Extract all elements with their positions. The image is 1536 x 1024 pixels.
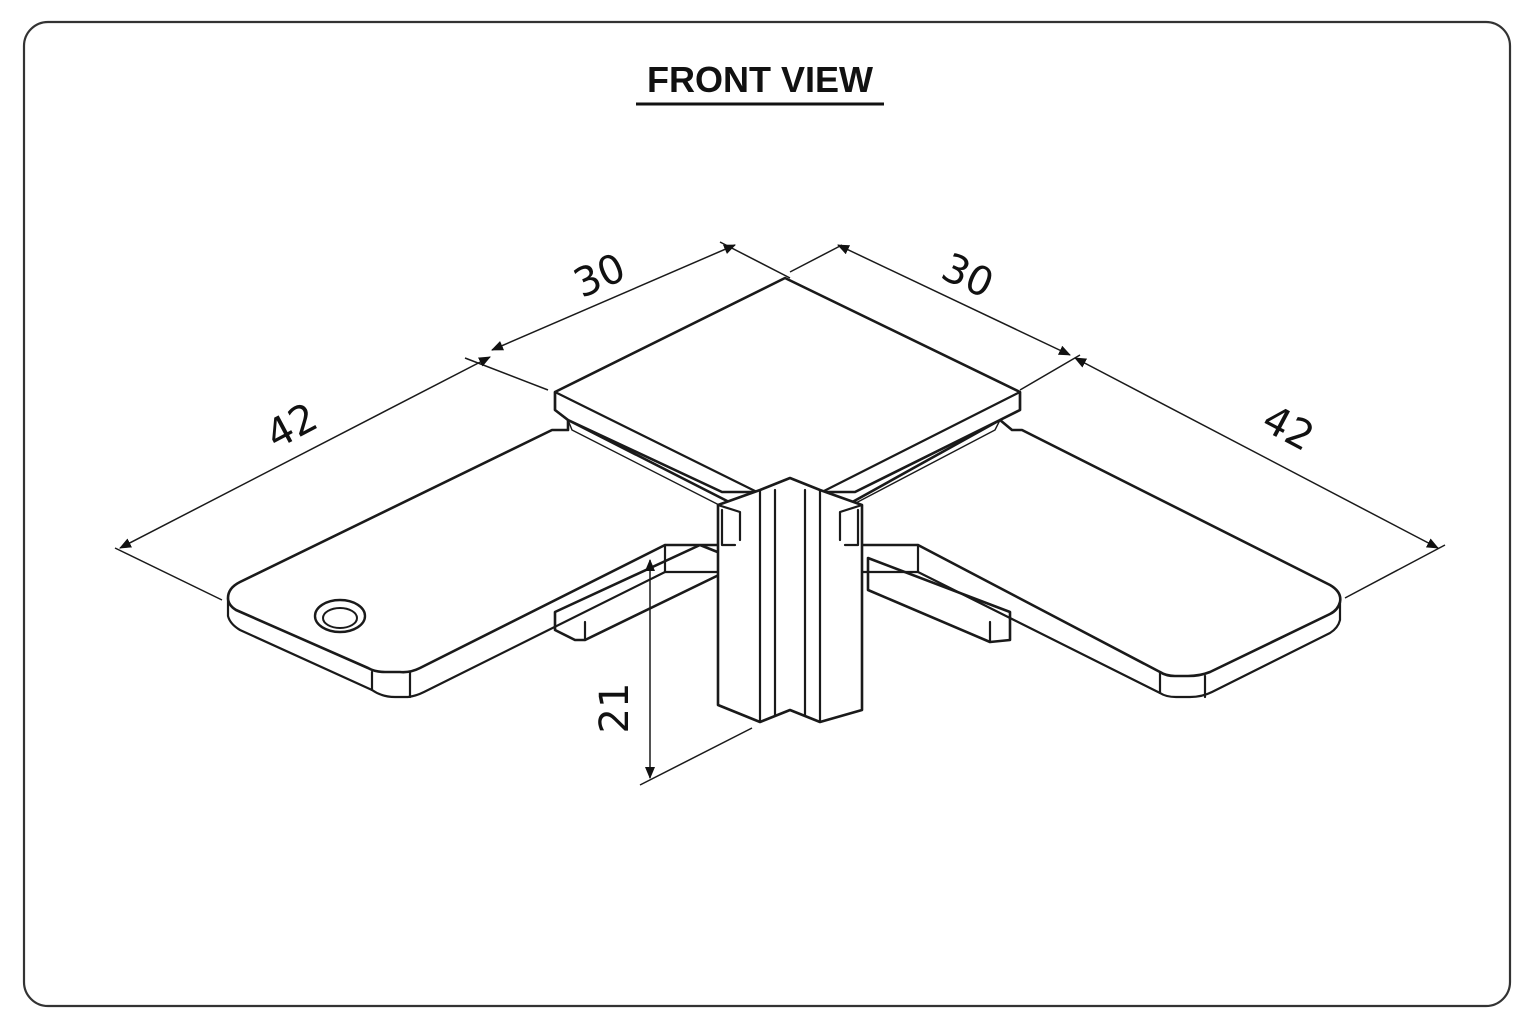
dim-label-right-arm: 42 [1255,396,1322,461]
drawing-title: FRONT VIEW [647,59,873,100]
bolt-hole-inner [322,607,358,629]
dim-label-left-arm: 42 [259,394,326,459]
dim-label-left-top: 30 [567,245,632,308]
right-arm-underside [866,556,1012,644]
dimension-post-height: 21 [592,559,753,786]
dim-label-right-top: 30 [935,245,1001,308]
center-post [716,476,864,724]
drawing-frame [22,20,1512,1008]
corner-connector-part [226,276,1342,724]
dim-label-post-height: 21 [592,683,638,734]
